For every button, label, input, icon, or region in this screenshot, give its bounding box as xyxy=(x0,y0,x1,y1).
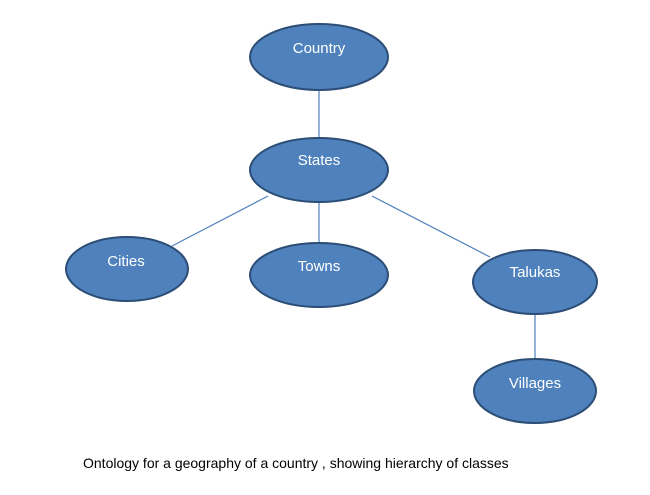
node-states-label: States xyxy=(298,152,341,169)
node-states: States xyxy=(249,137,389,203)
node-villages: Villages xyxy=(473,358,597,424)
edge-states-cities xyxy=(171,195,269,247)
node-talukas: Talukas xyxy=(472,249,598,315)
node-villages-label: Villages xyxy=(509,375,561,392)
node-country-label: Country xyxy=(293,40,346,57)
node-cities: Cities xyxy=(65,236,189,302)
node-talukas-label: Talukas xyxy=(510,264,561,281)
node-cities-label: Cities xyxy=(107,253,145,270)
edge-states-talukas xyxy=(371,195,491,258)
diagram-caption: Ontology for a geography of a country , … xyxy=(83,455,509,471)
node-country: Country xyxy=(249,23,389,91)
node-towns-label: Towns xyxy=(298,258,341,275)
node-towns: Towns xyxy=(249,242,389,308)
